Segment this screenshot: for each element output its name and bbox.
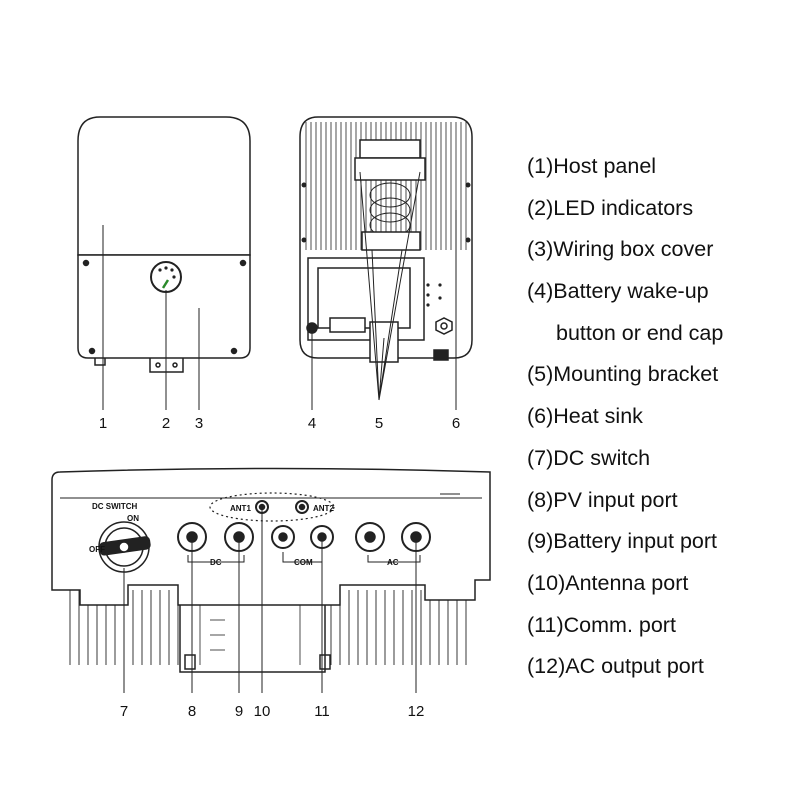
legend-item-2: (2)LED indicators: [527, 195, 694, 220]
ant1-label: ANT1: [230, 504, 251, 513]
back-view: [299, 116, 473, 410]
dc-switch-label: DC SWITCH: [92, 502, 138, 511]
callout-7: 7: [120, 703, 128, 720]
comm-port-1: [271, 525, 295, 549]
callout-12: 12: [408, 703, 425, 720]
led-dots: [158, 266, 176, 279]
ac-group-label: AC: [387, 558, 399, 567]
callout-9: 9: [235, 703, 243, 720]
callout-6: 6: [452, 415, 460, 432]
antenna-port-2: [295, 500, 309, 514]
legend-item-7: (7)DC switch: [527, 445, 651, 470]
callout-10: 10: [254, 703, 271, 720]
legend-item-6: (6)Heat sink: [527, 404, 643, 429]
dc-switch-off-label: OFF: [89, 545, 105, 554]
legend-item-10: (10)Antenna port: [527, 570, 689, 595]
ant2-label: ANT2: [313, 504, 334, 513]
legend-item-3: (3)Wiring box cover: [527, 237, 714, 262]
legend-item-4: (4)Battery wake-up button or end cap: [527, 271, 797, 354]
panel-labels: DC SWITCH ON OFF ANT1 ANT2 DC COM AC: [89, 502, 399, 567]
host-panel: [77, 116, 251, 256]
front-view: [77, 116, 251, 410]
wiring-box-cover: [77, 254, 251, 359]
parts-legend: (1)Host panel (2)LED indicators (3)Wirin…: [527, 146, 797, 688]
legend-item-8: (8)PV input port: [527, 487, 678, 512]
back-bracket-top: [359, 139, 421, 159]
bottom-view: [51, 467, 491, 693]
legend-item-9: (9)Battery input port: [527, 529, 718, 554]
ac-output-port-1: [355, 522, 385, 552]
back-wiring-box: [307, 257, 425, 341]
screw: [88, 347, 96, 355]
com-group-label: COM: [294, 558, 313, 567]
callout-11: 11: [314, 703, 330, 720]
led-arrow: [161, 279, 170, 289]
dc-group-label: DC: [210, 558, 222, 567]
callout-2: 2: [162, 415, 170, 432]
battery-wakeup-button: [306, 322, 318, 334]
legend-item-12: (12)AC output port: [527, 654, 704, 679]
callout-4: 4: [308, 415, 316, 432]
front-foot: [94, 358, 106, 366]
callout-5: 5: [375, 415, 383, 432]
legend-item-11: (11)Comm. port: [527, 612, 676, 637]
legend-item-4-continuation: button or end cap: [556, 320, 724, 345]
vent-nut: [435, 317, 453, 335]
screw: [239, 259, 247, 267]
callout-numbers: 1 2 3 4 5 6 7 8 9 10 11 12: [99, 415, 460, 720]
callout-1: 1: [99, 415, 107, 432]
dc-switch-on-label: ON: [127, 514, 139, 523]
bottom-housing: [51, 467, 491, 606]
screw: [82, 259, 90, 267]
callout-3: 3: [195, 415, 203, 432]
legend-item-1: (1)Host panel: [527, 154, 657, 178]
legend-item-5: (5)Mounting bracket: [527, 362, 719, 387]
screw: [230, 347, 238, 355]
callout-8: 8: [188, 703, 196, 720]
